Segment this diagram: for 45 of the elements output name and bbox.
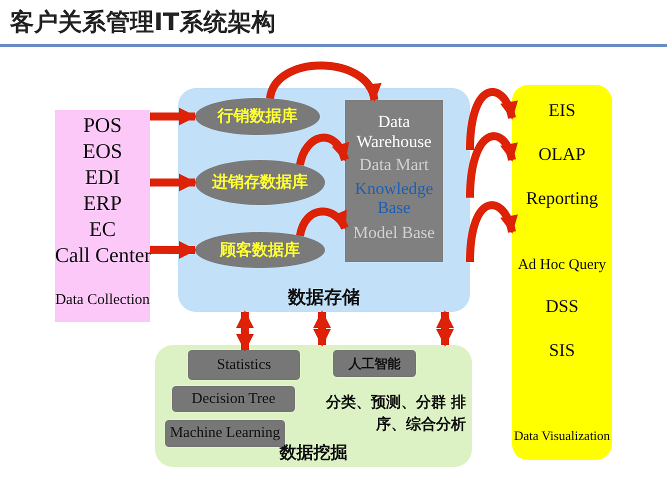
- item-label: SIS: [548, 341, 576, 361]
- item-label: Data Collection: [55, 292, 150, 308]
- arrow: [150, 174, 197, 192]
- arrow: [466, 201, 517, 262]
- method-box: Statistics: [188, 350, 300, 380]
- database-ellipse: 行销数据库: [195, 98, 320, 135]
- arrow: [466, 132, 517, 198]
- item-label: Ad Hoc Query: [516, 257, 608, 274]
- database-ellipse: 顾客数据库: [195, 232, 325, 268]
- storage-panel: [178, 88, 470, 312]
- item-label: OLAP: [537, 145, 586, 165]
- data-store-box: [345, 100, 443, 262]
- arrow: [150, 240, 197, 259]
- source-panel: [55, 110, 150, 322]
- item-label: EOS: [82, 140, 124, 164]
- item-label: EC: [88, 218, 117, 242]
- item-label: Knowledge Base: [354, 180, 434, 218]
- item-label: Data Warehouse: [355, 112, 433, 153]
- item-label: Reporting: [525, 189, 599, 209]
- note-text: 分类、预测、分群 排序、综合分析: [324, 392, 466, 435]
- panel-title: 数据挖掘: [278, 444, 348, 463]
- item-label: POS: [82, 114, 123, 138]
- application-panel: [512, 85, 612, 460]
- item-label: DSS: [544, 297, 580, 317]
- item-label: EIS: [548, 101, 576, 121]
- item-label: Call Center: [55, 244, 150, 268]
- title: 客户关系管理IT系统架构: [10, 7, 276, 38]
- arrow: [466, 88, 517, 150]
- method-box: Decision Tree: [172, 386, 295, 412]
- database-ellipse: 进销存数据库: [195, 160, 325, 205]
- arrow: [436, 310, 454, 347]
- arrow: [296, 208, 348, 237]
- method-box: 人工智能: [333, 350, 416, 377]
- item-label: ERP: [82, 192, 123, 216]
- arrow: [266, 61, 379, 102]
- item-label: EDI: [84, 166, 121, 190]
- item-label: Data Mart: [358, 156, 430, 175]
- panel-title: 数据存储: [286, 288, 361, 308]
- item-label: Data Visualization: [512, 429, 612, 444]
- arrow: [313, 310, 332, 347]
- mining-panel: [155, 345, 472, 467]
- arrow: [236, 310, 254, 352]
- arrow: [296, 134, 349, 166]
- arrow: [150, 108, 197, 126]
- item-label: Model Base: [352, 224, 436, 243]
